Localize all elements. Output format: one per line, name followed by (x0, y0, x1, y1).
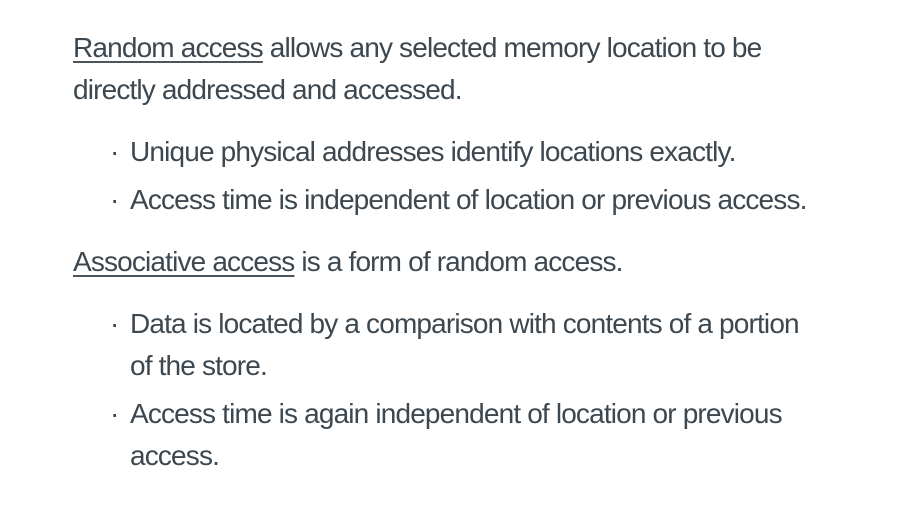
list-item: · Unique physical addresses identify loca… (73, 131, 894, 173)
bullet-icon: · (110, 184, 119, 215)
bullet-list-associative-access: · Data is located by a comparison with co… (73, 303, 894, 477)
list-item: · Data is located by a comparison with co… (73, 303, 894, 387)
term-underlined-associative-access: Associative access (73, 246, 295, 277)
paragraph-random-access: Random access allows any selected memory… (73, 27, 894, 111)
bullet-icon: · (110, 398, 119, 429)
term-underlined-random-access: Random access (73, 32, 264, 63)
list-item-text: Access time is again independent of loca… (130, 398, 783, 471)
paragraph-text: allows any selected memory location to b… (73, 32, 762, 105)
list-item-text: Data is located by a comparison with con… (130, 308, 800, 381)
list-item: · Access time is again independent of loc… (73, 393, 894, 477)
bullet-icon: · (110, 136, 119, 167)
paragraph-associative-access: Associative access is a form of random a… (73, 241, 894, 283)
list-item-text: Access time is independent of location o… (130, 184, 807, 215)
paragraph-text: is a form of random access. (294, 246, 623, 277)
bullet-icon: · (110, 308, 119, 339)
list-item: · Access time is independent of location … (73, 179, 894, 221)
bullet-list-random-access: · Unique physical addresses identify loca… (73, 131, 894, 221)
list-item-text: Unique physical addresses identify locat… (130, 136, 736, 167)
